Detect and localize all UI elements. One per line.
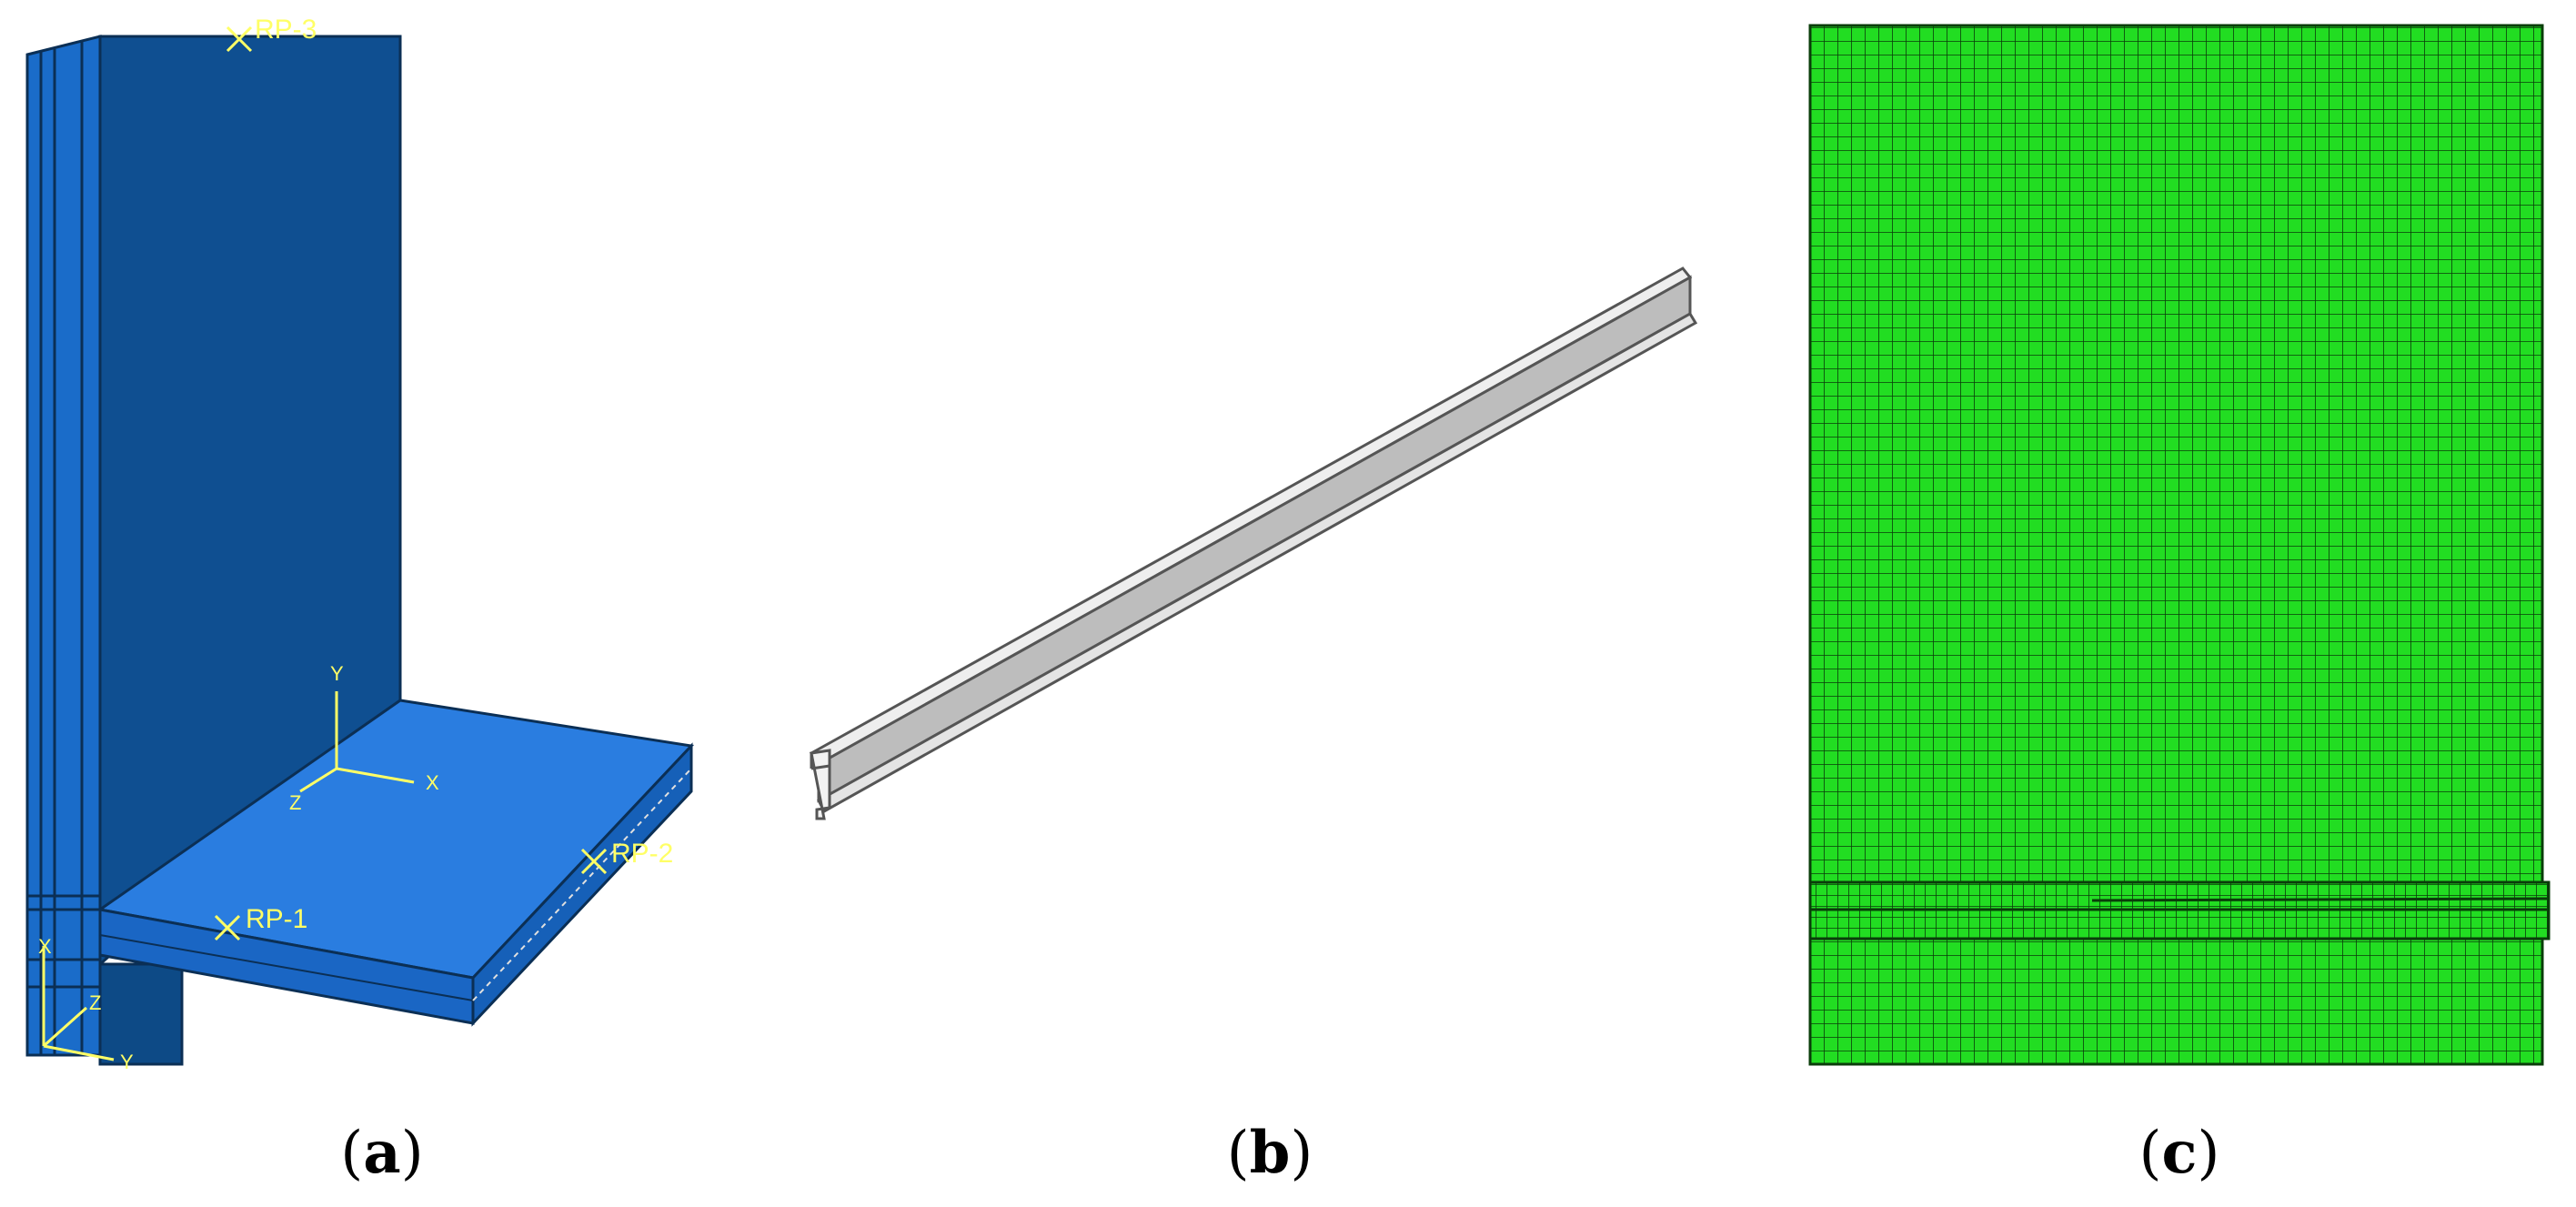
corner-axis-x-label: X <box>38 935 52 958</box>
rp2-label: RP-2 <box>611 839 673 869</box>
ibeam-bottom-flange <box>817 311 1698 814</box>
mesh-view-c <box>1783 0 2576 1091</box>
mesh-model <box>1808 24 2551 1066</box>
rp3-marker: RP-3 <box>226 15 317 53</box>
ibeam-model <box>809 267 1698 820</box>
caption-c: (c) <box>2138 1119 2220 1187</box>
caption-a: (a) <box>340 1119 424 1187</box>
ibeam-web <box>817 275 1692 803</box>
axis-z-label: Z <box>289 791 301 814</box>
axis-y-label: Y <box>330 662 344 685</box>
corner-axis-y-label: Y <box>120 1051 134 1073</box>
axis-triad-corner <box>42 946 115 1061</box>
corner-axis-z-label: Z <box>89 991 101 1014</box>
wall-side-face <box>25 35 102 1057</box>
rp2-marker: RP-2 <box>580 839 673 875</box>
slab-side-edge <box>471 742 693 1027</box>
ibeam-end-section <box>810 749 831 820</box>
wall-base <box>98 962 184 1066</box>
rp3-label: RP-3 <box>255 15 317 45</box>
ibeam-top-flange <box>809 267 1693 766</box>
axis-triad-main <box>299 691 415 793</box>
model-view-a: RP-3 RP-2 RP-1 Y X Z X Z Y <box>0 0 728 1091</box>
ibeam-view-b <box>782 0 1728 1091</box>
axis-x-label: X <box>426 771 439 794</box>
rp1-label: RP-1 <box>246 904 307 934</box>
caption-b: (b) <box>1226 1119 1313 1187</box>
wall-slab-model: RP-3 RP-2 RP-1 Y X Z X Z Y <box>25 15 695 1073</box>
rp1-marker: RP-1 <box>214 904 307 941</box>
